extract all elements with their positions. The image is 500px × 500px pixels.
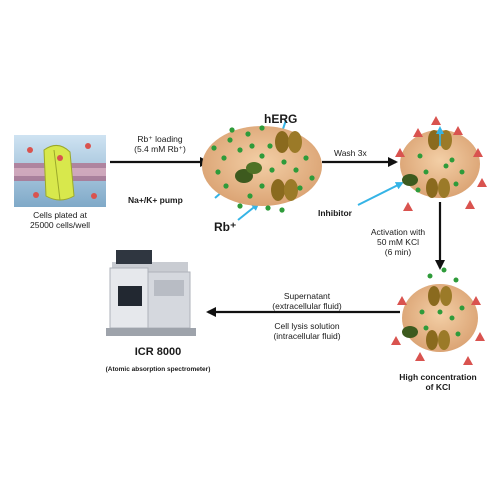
pointer-inhibitor bbox=[358, 183, 402, 205]
label-rb-loading: Rb⁺ loading (5.4 mM Rb⁺) bbox=[120, 134, 200, 154]
label-supernatant: Supernatant (extracellular fluid) bbox=[248, 291, 366, 311]
label-lysis: Cell lysis solution (intracellular fluid… bbox=[252, 321, 362, 341]
label-cells-plated: Cells plated at 25000 cells/well bbox=[14, 210, 106, 230]
membrane-image bbox=[14, 135, 106, 207]
label-wash: Wash 3x bbox=[334, 148, 367, 158]
instrument-image bbox=[106, 250, 196, 336]
label-pump: Na+/K+ pump bbox=[128, 195, 183, 205]
label-herg: hERG bbox=[264, 112, 297, 126]
label-instrument-type: (Atomic absorption spectrometer) bbox=[84, 366, 232, 374]
cell-loaded bbox=[202, 126, 322, 206]
label-activation: Activation with 50 mM KCl (6 min) bbox=[360, 227, 436, 258]
cell-activated bbox=[402, 284, 478, 352]
label-instrument-name: ICR 8000 bbox=[118, 346, 198, 359]
label-inhibitor: Inhibitor bbox=[318, 208, 352, 218]
cell-washed bbox=[400, 128, 480, 198]
label-high-kcl: High concentration of KCl bbox=[396, 372, 480, 392]
label-rb-ion: Rb⁺ bbox=[214, 220, 236, 234]
